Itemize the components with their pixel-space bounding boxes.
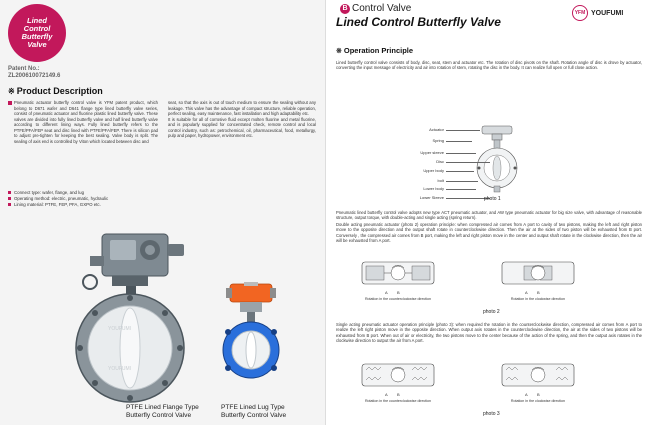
single-acting-ccw-diagram <box>361 363 435 387</box>
bullet-square-icon <box>8 191 11 194</box>
port-a-label: A <box>385 290 388 295</box>
patent-label: Patent No.: <box>8 66 40 72</box>
rotation-ccw-label: Rotation in the counterclockwise directi… <box>364 297 432 301</box>
port-b-label: B <box>397 290 400 295</box>
port-b-label: B <box>537 290 540 295</box>
header-category: Control Valve <box>352 3 412 14</box>
double-acting-ccw-diagram <box>361 261 435 285</box>
double-acting-cw-diagram <box>501 261 575 285</box>
actuator-intro: Pneumatic lined butterfly control valve … <box>336 210 642 221</box>
leader-line <box>446 162 490 163</box>
section-title-text: Product Description <box>16 86 103 96</box>
rotation-cw-label: Rotation in the clockwise direction <box>510 399 566 403</box>
logo-text: YOUFUMI <box>591 9 624 17</box>
port-a-label: A <box>385 392 388 397</box>
svg-text:YOUFUMI: YOUFUMI <box>108 326 131 332</box>
rotation-cw-label: Rotation in the clockwise direction <box>510 297 566 301</box>
photo-3-caption: photo 3 <box>483 411 500 417</box>
svg-text:YOUFUMI: YOUFUMI <box>108 366 131 372</box>
logo-mark-icon: YFM <box>572 5 588 21</box>
double-acting-text: Double acting pneumatic actuator (photo … <box>336 222 642 244</box>
label-disc: Disc <box>436 159 444 164</box>
leader-line <box>446 141 472 142</box>
operation-principle-title: ※Operation Principle <box>336 46 414 55</box>
photo-2-caption: photo 2 <box>483 309 500 315</box>
label-upper-sleeve: Upper sleeve <box>420 150 444 155</box>
leader-line <box>446 198 490 199</box>
brand-logo: YFM YOUFUMI <box>572 5 623 21</box>
port-a-label: A <box>525 290 528 295</box>
flange-valve-caption: PTFE Lined Flange Type Butterfly Control… <box>126 404 199 419</box>
label-spring: Spring <box>432 138 444 143</box>
operation-intro: Lined butterfly control valve consists o… <box>336 60 642 71</box>
list-item: Operating method: electric, pneumatic, h… <box>8 196 158 202</box>
section-letter-badge: B <box>340 4 350 14</box>
description-column-2: seat, so that the axis is out of touch m… <box>168 100 316 139</box>
bullet-square-icon <box>8 196 11 200</box>
page-title: Lined Control Butterfly Valve <box>336 15 501 29</box>
port-b-label: B <box>537 392 540 397</box>
label-lower-body: Lower body <box>423 186 444 191</box>
section-mark: ※ <box>8 87 15 96</box>
lug-valve-image <box>222 282 280 379</box>
product-description-title: ※Product Description <box>8 86 103 96</box>
label-actuator: Actuator <box>429 127 444 132</box>
section-mark: ※ <box>336 48 342 55</box>
list-item: Connect type: wafer, flange, and lug <box>8 190 158 196</box>
leader-line <box>446 171 474 172</box>
product-badge: Lined Control Butterfly Valve <box>8 4 66 62</box>
label-bolt: bolt <box>437 178 444 183</box>
rotation-ccw-label: Rotation in the counterclockwise directi… <box>364 399 432 403</box>
label-upper-body: Upper body <box>423 168 444 173</box>
single-acting-text: Single acting pneumatic actuator operati… <box>336 322 642 344</box>
badge-text: Lined Control Butterfly Valve <box>21 16 53 49</box>
leader-line <box>446 130 480 131</box>
flange-valve-image: YOUFUMI YOUFUMI <box>75 233 185 403</box>
single-acting-cw-diagram <box>501 363 575 387</box>
spec-list: Connect type: wafer, flange, and lug Ope… <box>8 190 158 208</box>
bullet-square-icon <box>8 202 11 206</box>
description-text-1: Pneumatic actuator butterfly control val… <box>14 100 158 144</box>
label-lower-sleeve: Lower Sleeve <box>419 195 444 200</box>
photo-1-caption: photo 1 <box>484 196 501 202</box>
right-page <box>325 0 650 425</box>
leader-line <box>446 181 478 182</box>
leader-line <box>446 153 476 154</box>
description-text-2: seat, so that the axis is out of touch m… <box>168 100 316 139</box>
patent-info: Patent No.: ZL200610072149.6 <box>8 66 60 80</box>
leader-line <box>446 189 476 190</box>
lug-valve-caption: PTFE Lined Lug Type Butterfly Control Va… <box>221 404 287 419</box>
exploded-valve-diagram <box>476 125 518 193</box>
bullet-square-icon <box>8 101 12 105</box>
description-column-1: Pneumatic actuator butterfly control val… <box>8 100 158 144</box>
patent-number: ZL200610072149.6 <box>8 73 61 80</box>
port-b-label: B <box>397 392 400 397</box>
port-a-label: A <box>525 392 528 397</box>
list-item: Lining material: PTFE, FEP, PFA, GXPO et… <box>8 202 158 208</box>
